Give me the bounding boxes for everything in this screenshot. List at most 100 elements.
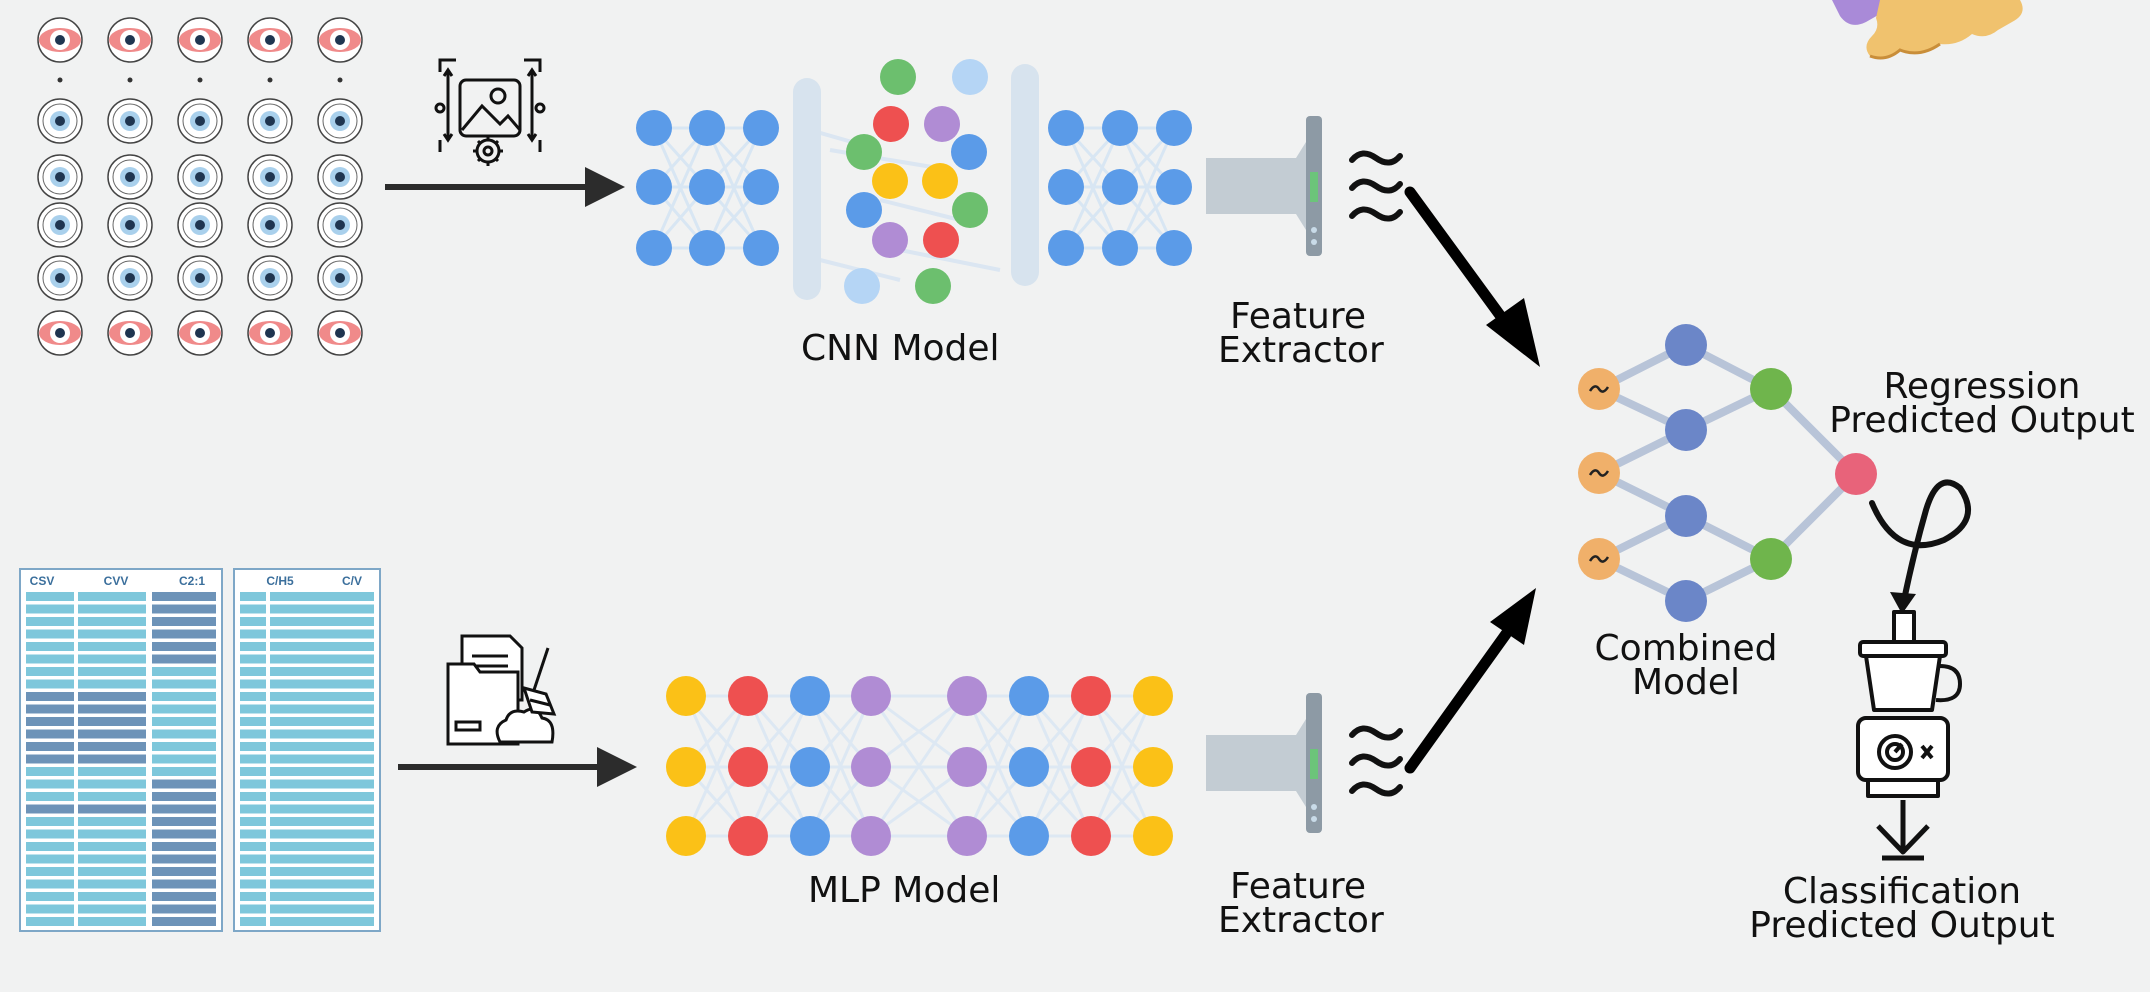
table-cell: [270, 854, 374, 864]
table-cell: [26, 604, 74, 614]
table-cell: [240, 792, 266, 801]
eye-ring-inner: [182, 159, 218, 195]
mlp-edge: [1027, 695, 1093, 837]
cnn-edge: [652, 127, 709, 249]
eye-ring-inner: [322, 260, 358, 296]
eye-ring-inner: [182, 103, 218, 139]
cnn-node: [1048, 110, 1084, 146]
table-cell: [270, 767, 374, 776]
table-cell: [78, 854, 146, 864]
table-cell: [26, 867, 74, 876]
funnel-indicator: [1310, 172, 1318, 202]
mlp-node: [728, 676, 768, 716]
eye-pupil: [55, 116, 65, 126]
wave-icon: [1349, 150, 1403, 222]
cnn-node: [636, 169, 672, 205]
table-cell: [26, 704, 74, 714]
combined-hidden-node: [1665, 495, 1707, 537]
mlp-node: [851, 676, 891, 716]
table-cell: [270, 779, 374, 789]
table-cell: [270, 754, 374, 764]
eye-pupil: [265, 328, 275, 338]
eye-ring-inner: [112, 207, 148, 243]
eye-pupil: [335, 35, 345, 45]
cnn-feature-node: [915, 268, 951, 304]
table-header-left-0: CSV: [30, 574, 55, 588]
table-cell: [78, 767, 146, 776]
eye-ring-inner: [182, 207, 218, 243]
cnn-node: [1048, 230, 1084, 266]
funnel-body: [1206, 126, 1316, 246]
combined-hidden-node: [1665, 324, 1707, 366]
table-cell: [152, 854, 216, 864]
cnn-model-label: CNN Model: [801, 328, 1000, 369]
mlp-node: [666, 816, 706, 856]
combined-hidden-node: [1665, 580, 1707, 622]
table-cell: [270, 867, 374, 876]
eye-pupil: [265, 273, 275, 283]
funnel-icon: [1206, 116, 1322, 256]
table-cell: [78, 604, 146, 614]
table-cell: [270, 804, 374, 814]
table-cell: [152, 754, 216, 764]
table-cell: [270, 829, 374, 839]
arrow-top-to-combined: [1404, 186, 1540, 367]
table-cell: [152, 817, 216, 826]
table-cell: [240, 592, 266, 601]
table-cell: [240, 867, 266, 876]
table-cell: [152, 767, 216, 776]
mlp-node: [947, 747, 987, 787]
eye-pupil: [55, 220, 65, 230]
eye-pupil: [335, 328, 345, 338]
table-cell: [240, 604, 266, 614]
table-cell: [26, 667, 74, 676]
eye-pupil: [335, 220, 345, 230]
table-cell: [152, 692, 216, 701]
feature-extractor-bottom-line2: Extractor: [1218, 900, 1384, 941]
classification-output-label: Classification Predicted Output: [1742, 874, 2062, 944]
table-cell: [78, 717, 146, 726]
arrow-bottom-to-combined: [1404, 588, 1536, 774]
table-cell: [240, 817, 266, 826]
table-cell: [78, 892, 146, 901]
table-cell: [26, 679, 74, 689]
table-cell: [270, 604, 374, 614]
table-cell: [26, 754, 74, 764]
table-cell: [152, 867, 216, 876]
table-header-right-0: C/H5: [266, 574, 294, 588]
eye-ring-inner: [322, 103, 358, 139]
table-cell: [78, 742, 146, 751]
cnn-node: [689, 169, 725, 205]
table-cell: [152, 917, 216, 926]
mlp-node: [1009, 747, 1049, 787]
cnn-node: [743, 230, 779, 266]
table-cell: [270, 842, 374, 851]
table-cell: [152, 592, 216, 601]
eye-pupil: [265, 35, 275, 45]
eye-ring-inner: [42, 103, 78, 139]
combined-model-network: [1578, 324, 1877, 622]
table-cell: [240, 779, 266, 789]
eye-ring-inner: [182, 260, 218, 296]
table-cell: [78, 879, 146, 889]
table-cell: [152, 829, 216, 839]
cnn-node: [743, 110, 779, 146]
combined-hidden-node: [1750, 368, 1792, 410]
table-cell: [26, 729, 74, 739]
table-cell: [78, 792, 146, 801]
cnn-network: [636, 59, 1192, 304]
table-cell: [26, 592, 74, 601]
cnn-node: [743, 169, 779, 205]
mlp-node: [851, 747, 891, 787]
mlp-edge: [808, 695, 873, 837]
eye-pupil: [265, 116, 275, 126]
eye-dot: [337, 77, 343, 83]
mlp-node: [947, 676, 987, 716]
cnn-node: [1156, 110, 1192, 146]
eye-pupil: [55, 328, 65, 338]
eye-pupil: [195, 116, 205, 126]
table-cell: [26, 642, 74, 651]
cnn-node: [1156, 169, 1192, 205]
mlp-node: [1133, 676, 1173, 716]
table-cell: [78, 692, 146, 701]
